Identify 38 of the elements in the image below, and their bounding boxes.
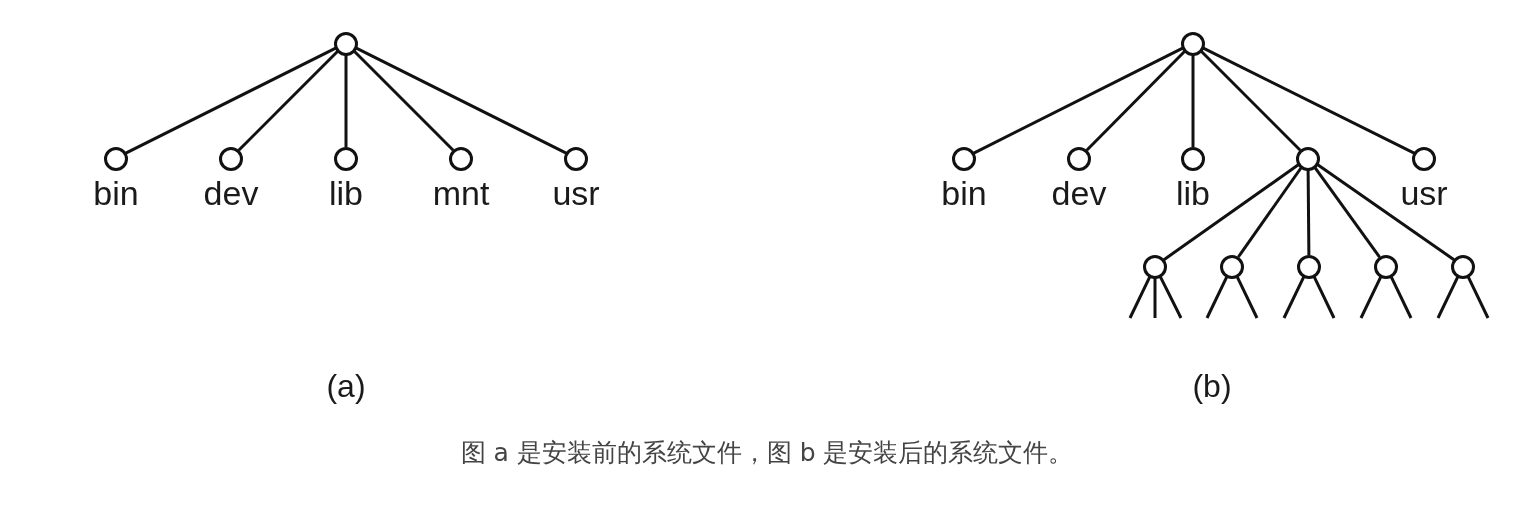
- connector-line: [237, 49, 340, 152]
- connector-line: [973, 46, 1184, 155]
- connector-line: [1436, 275, 1460, 319]
- connector-line: [1359, 275, 1383, 319]
- connector-line: [1237, 166, 1303, 258]
- connector-line: [1235, 275, 1259, 319]
- connector-line: [344, 54, 348, 147]
- connector-line: [125, 46, 337, 155]
- directory-label: mnt: [432, 173, 490, 212]
- directory-label: dev: [203, 173, 259, 212]
- connector-line: [1312, 275, 1336, 319]
- connector-line: [1202, 46, 1415, 155]
- subfigure-label: (b): [1192, 368, 1232, 405]
- connector-line: [1313, 166, 1381, 258]
- connector-line: [1153, 277, 1157, 318]
- connector-line: [1163, 163, 1300, 261]
- subfigure-label: (a): [326, 368, 366, 405]
- directory-label: bin: [941, 173, 987, 212]
- directory-label: dev: [1051, 173, 1107, 212]
- connector-line: [1191, 54, 1195, 147]
- connector-line: [1282, 275, 1306, 319]
- connector-line: [1389, 275, 1413, 319]
- directory-label: usr: [552, 173, 600, 212]
- connector-line: [1306, 169, 1311, 255]
- connector-line: [355, 46, 567, 155]
- figure-caption: 图 a 是安装前的系统文件，图 b 是安装后的系统文件。: [460, 438, 1074, 467]
- connector-line: [1316, 163, 1455, 261]
- connector-line: [1128, 275, 1152, 319]
- connector-line: [1199, 49, 1302, 152]
- directory-label: bin: [93, 173, 139, 212]
- connector-line: [1466, 275, 1490, 319]
- connector-line: [1085, 49, 1187, 152]
- connector-line: [1205, 275, 1229, 319]
- directory-label: usr: [1400, 173, 1448, 212]
- directory-label: lib: [329, 173, 363, 212]
- directory-label: lib: [1176, 173, 1210, 212]
- connector-line: [352, 49, 455, 152]
- connector-line: [1158, 275, 1183, 319]
